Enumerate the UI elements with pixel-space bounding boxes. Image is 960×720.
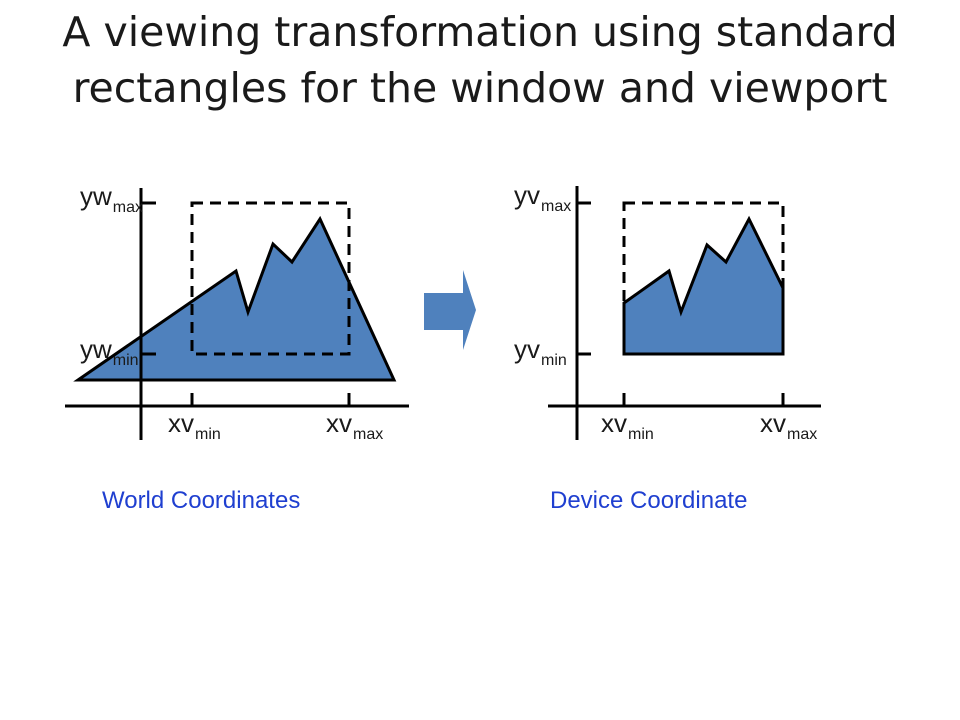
world-polygon [73,215,397,382]
device-y-max-label: yvmax [514,180,571,215]
world-y-max-label: ywmax [80,181,143,216]
transform-arrow [424,270,476,350]
world-y-min-label: ywmin [80,334,139,369]
viewport-rectangle [622,201,785,356]
world-x-max-label: xvmax [326,408,383,443]
device-x-min-label: xvmin [601,408,654,443]
device-x-max-label: xvmax [760,408,817,443]
world-panel: ywmax ywmin xvmin xvmax World Coordinate… [65,181,409,514]
world-caption: World Coordinates [102,487,300,514]
device-y-min-label: yvmin [514,334,567,369]
device-caption: Device Coordinate [550,487,747,514]
world-x-min-label: xvmin [168,408,221,443]
window-rectangle [190,201,351,356]
device-panel: yvmax yvmin xvmin xvmax Device Coordinat… [514,180,821,514]
slide-title: A viewing transformation using standard … [62,8,898,112]
device-polygon [622,215,785,356]
